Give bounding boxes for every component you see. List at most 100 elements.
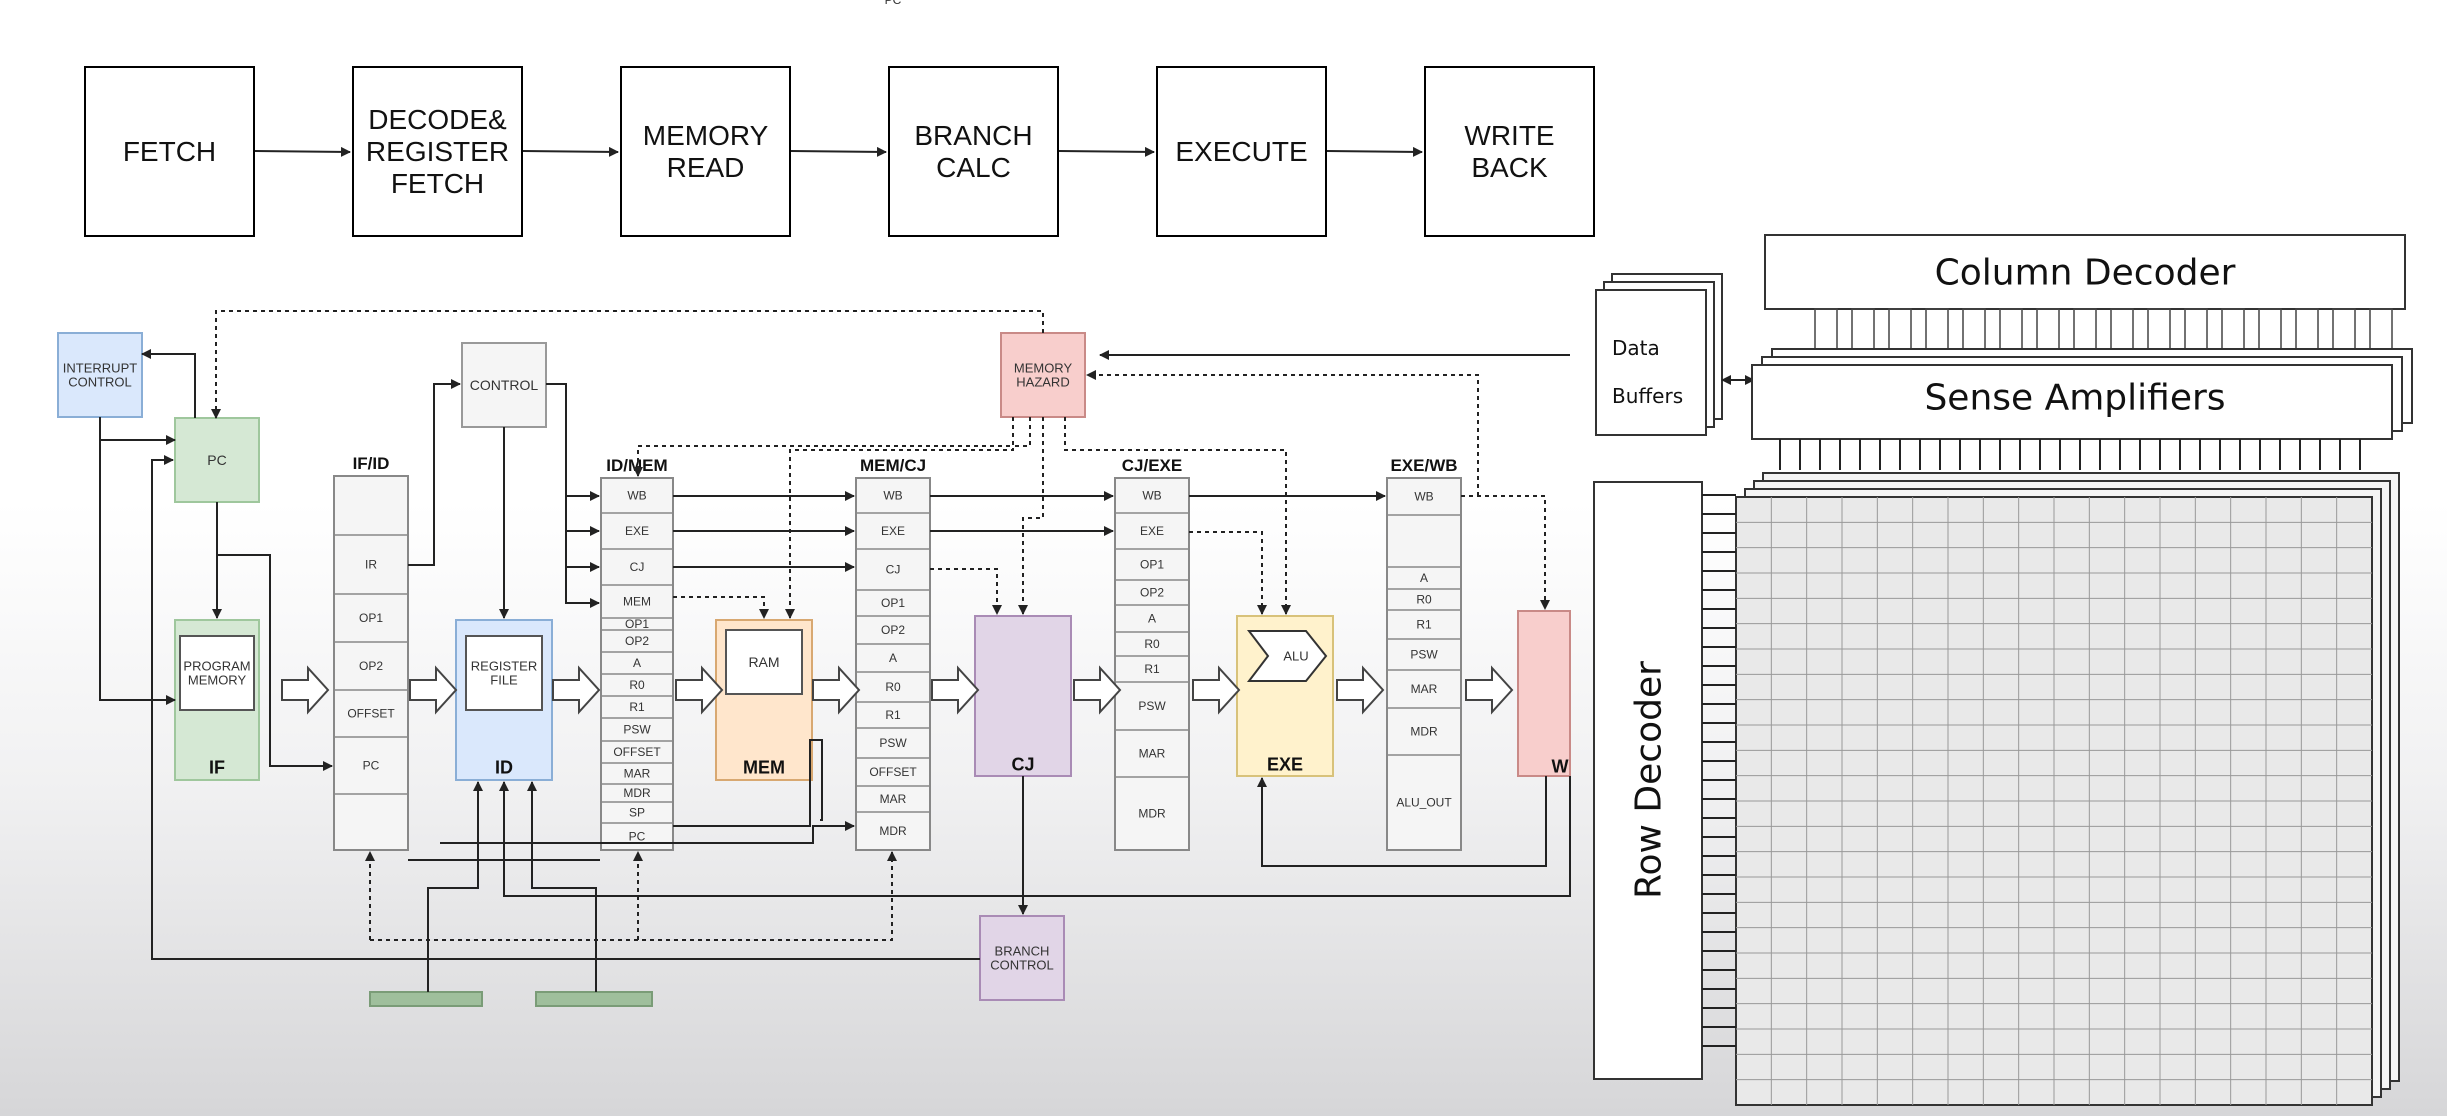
register-title-4: EXE/WB xyxy=(1390,456,1457,475)
flow-arrow-1 xyxy=(409,665,458,715)
wire-mem-to-ram xyxy=(673,596,769,619)
program-memory-box xyxy=(179,635,255,711)
register-2-row-0: WB xyxy=(883,489,902,503)
wire-hazard-to-ram xyxy=(785,417,1031,619)
wire-ram-loop xyxy=(673,739,823,827)
wire-hazard-to-alu xyxy=(1064,417,1291,615)
register-1-row-12: MDR xyxy=(623,786,651,800)
stage-arrow-3 xyxy=(1058,146,1155,157)
bottom-bus-left xyxy=(369,991,483,1007)
ram-box xyxy=(725,629,803,695)
register-4-row-7: MDR xyxy=(1410,725,1438,739)
if-label: IF xyxy=(209,757,225,777)
register-0-row-4: OFFSET xyxy=(347,707,395,721)
register-title-0: IF/ID xyxy=(353,454,390,473)
register-3-row-8: MAR xyxy=(1139,747,1166,761)
register-0-row-3: OP2 xyxy=(359,659,383,673)
register-1-row-10: OFFSET xyxy=(613,745,661,759)
column-decoder-label: Column Decoder xyxy=(1935,253,2236,294)
wire-w-to-regfile xyxy=(499,776,1571,897)
register-1-row-1: EXE xyxy=(625,524,649,538)
register-2-row-10: MAR xyxy=(880,792,907,806)
flow-arrow-7 xyxy=(1192,665,1241,715)
pc-label: PC xyxy=(207,452,226,468)
flow-arrow-6 xyxy=(1073,665,1122,715)
register-2-row-5: A xyxy=(889,651,897,665)
data-buffers-label-1: Buffers xyxy=(1612,384,1683,408)
wire-ir-to-control xyxy=(408,379,461,566)
stage-box-5: WRITE BACK xyxy=(1424,66,1595,237)
sense-amplifiers-label: Sense Amplifiers xyxy=(1924,378,2225,419)
register-2-row-11: MDR xyxy=(879,824,907,838)
register-0-row-1: IR xyxy=(365,558,377,572)
column-decoder-box xyxy=(1764,234,2406,310)
register-2-row-1: EXE xyxy=(881,524,905,538)
alu-shape xyxy=(1246,630,1328,682)
wb-label: W xyxy=(1552,756,1569,776)
register-1-row-0: WB xyxy=(627,489,646,503)
register-4-row-8: ALU_OUT xyxy=(1396,796,1452,810)
cj-stage-box xyxy=(974,615,1072,777)
wire-bus-left xyxy=(427,781,483,992)
register-2-row-9: OFFSET xyxy=(869,765,917,779)
register-3-row-4: A xyxy=(1148,612,1156,626)
stage-box-0: FETCH xyxy=(84,66,255,237)
register-title-2: MEM/CJ xyxy=(860,456,926,475)
data-buffer-sheet-0 xyxy=(1595,289,1707,436)
stage-box-1: DECODE& REGISTER FETCH xyxy=(352,66,523,237)
register-2-row-3: OP1 xyxy=(881,596,905,610)
register-0-row-2: OP1 xyxy=(359,611,383,625)
register-2-row-7: R1 xyxy=(885,708,901,722)
data-buffers-label-0: Data xyxy=(1612,336,1660,360)
sense-amp-sheet-0 xyxy=(1751,364,2393,440)
wire-control-to-mem xyxy=(546,383,600,608)
stage-arrow-4 xyxy=(1326,146,1423,157)
register-1-row-6: A xyxy=(633,656,641,670)
register-1-row-11: MAR xyxy=(624,767,651,781)
wire-pc-to-ifid xyxy=(217,554,333,771)
row-decoder-box xyxy=(1593,481,1703,1080)
pipeline-register-3 xyxy=(1114,477,1190,851)
register-2-row-12: PC xyxy=(885,0,902,7)
register-2-row-2: CJ xyxy=(886,563,901,577)
wire-pc-to-memcj xyxy=(440,821,855,844)
cj-label: CJ xyxy=(1011,754,1034,774)
register-1-row-4: OP1 xyxy=(625,617,649,631)
register-1-row-5: OP2 xyxy=(625,634,649,648)
flow-arrow-8 xyxy=(1336,665,1385,715)
exe-label: EXE xyxy=(1267,754,1303,774)
stage-arrow-1 xyxy=(522,146,619,157)
stage-box-3: BRANCH CALC xyxy=(888,66,1059,237)
register-3-row-5: R0 xyxy=(1144,637,1160,651)
register-3-row-1: EXE xyxy=(1140,524,1164,538)
stage-arrow-0 xyxy=(254,146,351,157)
wire-bus-right xyxy=(527,781,597,992)
register-4-row-6: MAR xyxy=(1411,682,1438,696)
register-4-row-3: R0 xyxy=(1416,593,1432,607)
id-label: ID xyxy=(495,757,513,777)
pipeline-register-4 xyxy=(1386,477,1462,851)
wire-wb-to-w xyxy=(1461,495,1550,610)
register-3-row-0: WB xyxy=(1142,489,1161,503)
register-3-row-9: MDR xyxy=(1138,807,1166,821)
register-1-row-8: R1 xyxy=(629,700,645,714)
stage-arrow-2 xyxy=(790,146,887,157)
register-file-box xyxy=(465,635,543,711)
stage-box-2: MEMORY READ xyxy=(620,66,791,237)
ram-label: RAM xyxy=(748,654,779,670)
flow-arrow-5 xyxy=(931,665,980,715)
register-4-row-5: PSW xyxy=(1410,648,1438,662)
flow-arrow-3 xyxy=(675,665,724,715)
mem-label: MEM xyxy=(743,757,785,777)
wire-pc-to-interrupt xyxy=(141,349,196,418)
register-1-row-14: PC xyxy=(629,830,646,844)
wire-branch-to-pc xyxy=(151,455,980,960)
bottom-bus-right xyxy=(535,991,653,1007)
